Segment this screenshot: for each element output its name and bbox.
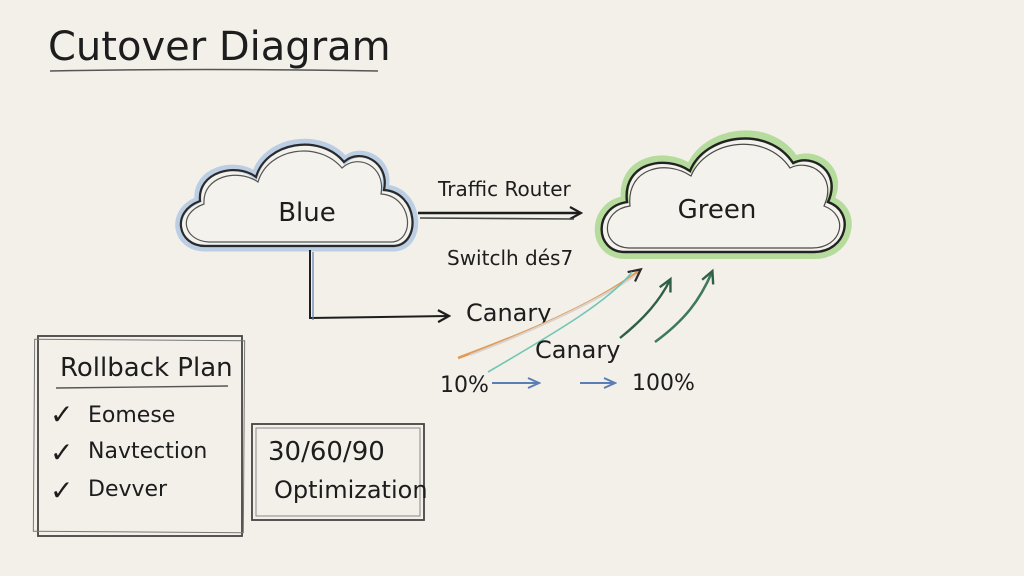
rollback-box	[32, 335, 246, 537]
pct-end: 100%	[632, 371, 695, 396]
plan-box-line2: Optimization	[274, 476, 428, 504]
check-icon: ✓	[50, 398, 73, 431]
green-cloud	[594, 130, 852, 259]
green-arrow-1	[619, 276, 672, 339]
plan-box	[251, 423, 425, 521]
canary-label-mid: Canary	[535, 336, 620, 364]
pct-start: 10%	[440, 373, 489, 398]
green-arrow-2	[654, 268, 715, 344]
rollback-item-3: Devver	[88, 477, 168, 502]
check-icon: ✓	[50, 436, 73, 469]
traffic-router-label: Traffic Router	[437, 177, 572, 201]
teal-arrow	[487, 271, 633, 373]
rollback-title: Rollback Plan	[60, 353, 233, 383]
green-label: Green	[678, 195, 757, 225]
diagram-title: Cutover Diagram	[48, 24, 391, 70]
canary-connector	[309, 250, 448, 318]
title-underline	[49, 68, 379, 72]
canary-label-top: Canary	[466, 299, 551, 327]
check-icon: ✓	[50, 474, 73, 507]
blue-label: Blue	[278, 198, 336, 228]
switch-note: Switclh dés7	[447, 246, 573, 270]
blue-cloud	[175, 138, 419, 252]
rollback-item-1: Eomese	[88, 403, 175, 428]
plan-box-line1: 30/60/90	[268, 437, 385, 467]
router-arrow-shadow	[419, 217, 575, 220]
rollback-title-underline	[55, 385, 229, 389]
rollback-item-2: Navtection	[88, 439, 207, 464]
